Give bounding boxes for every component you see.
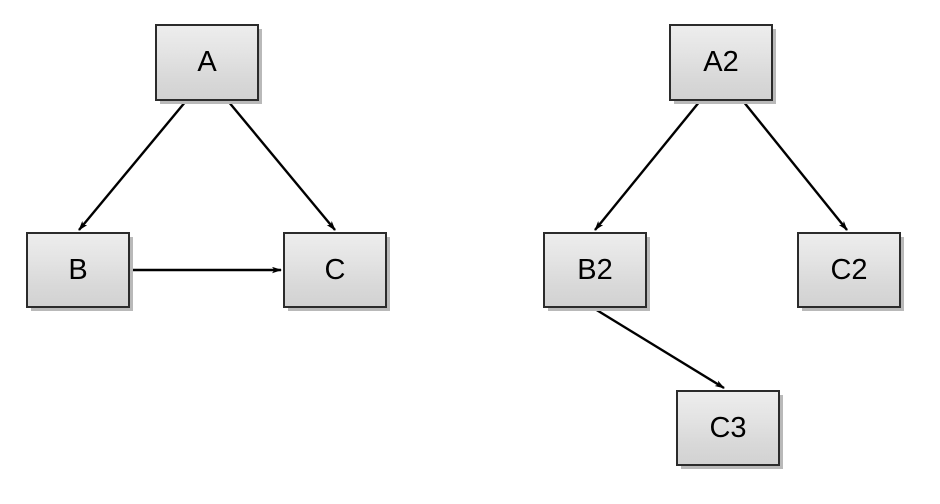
edge-a-to-c bbox=[227, 100, 336, 231]
node-label-a: A bbox=[197, 46, 217, 78]
node-label-c3: C3 bbox=[709, 411, 747, 444]
edge-b2-to-c3 bbox=[594, 307, 725, 390]
node-label-a2: A2 bbox=[703, 46, 739, 78]
node-a2[interactable]: A2 bbox=[669, 24, 773, 101]
node-label-b: B bbox=[68, 253, 88, 286]
node-label-b2: B2 bbox=[577, 253, 613, 286]
node-label-c2: C2 bbox=[830, 253, 868, 286]
node-b[interactable]: B bbox=[26, 232, 130, 308]
node-a[interactable]: A bbox=[155, 24, 259, 101]
node-c3[interactable]: C3 bbox=[676, 390, 780, 466]
node-b2[interactable]: B2 bbox=[543, 232, 647, 308]
node-label-c: C bbox=[324, 253, 346, 286]
edge-a2-to-b2 bbox=[594, 100, 701, 231]
edge-a-to-b bbox=[78, 100, 187, 231]
node-c2[interactable]: C2 bbox=[797, 232, 901, 308]
node-c[interactable]: C bbox=[283, 232, 387, 308]
edge-a2-to-c2 bbox=[742, 100, 848, 231]
